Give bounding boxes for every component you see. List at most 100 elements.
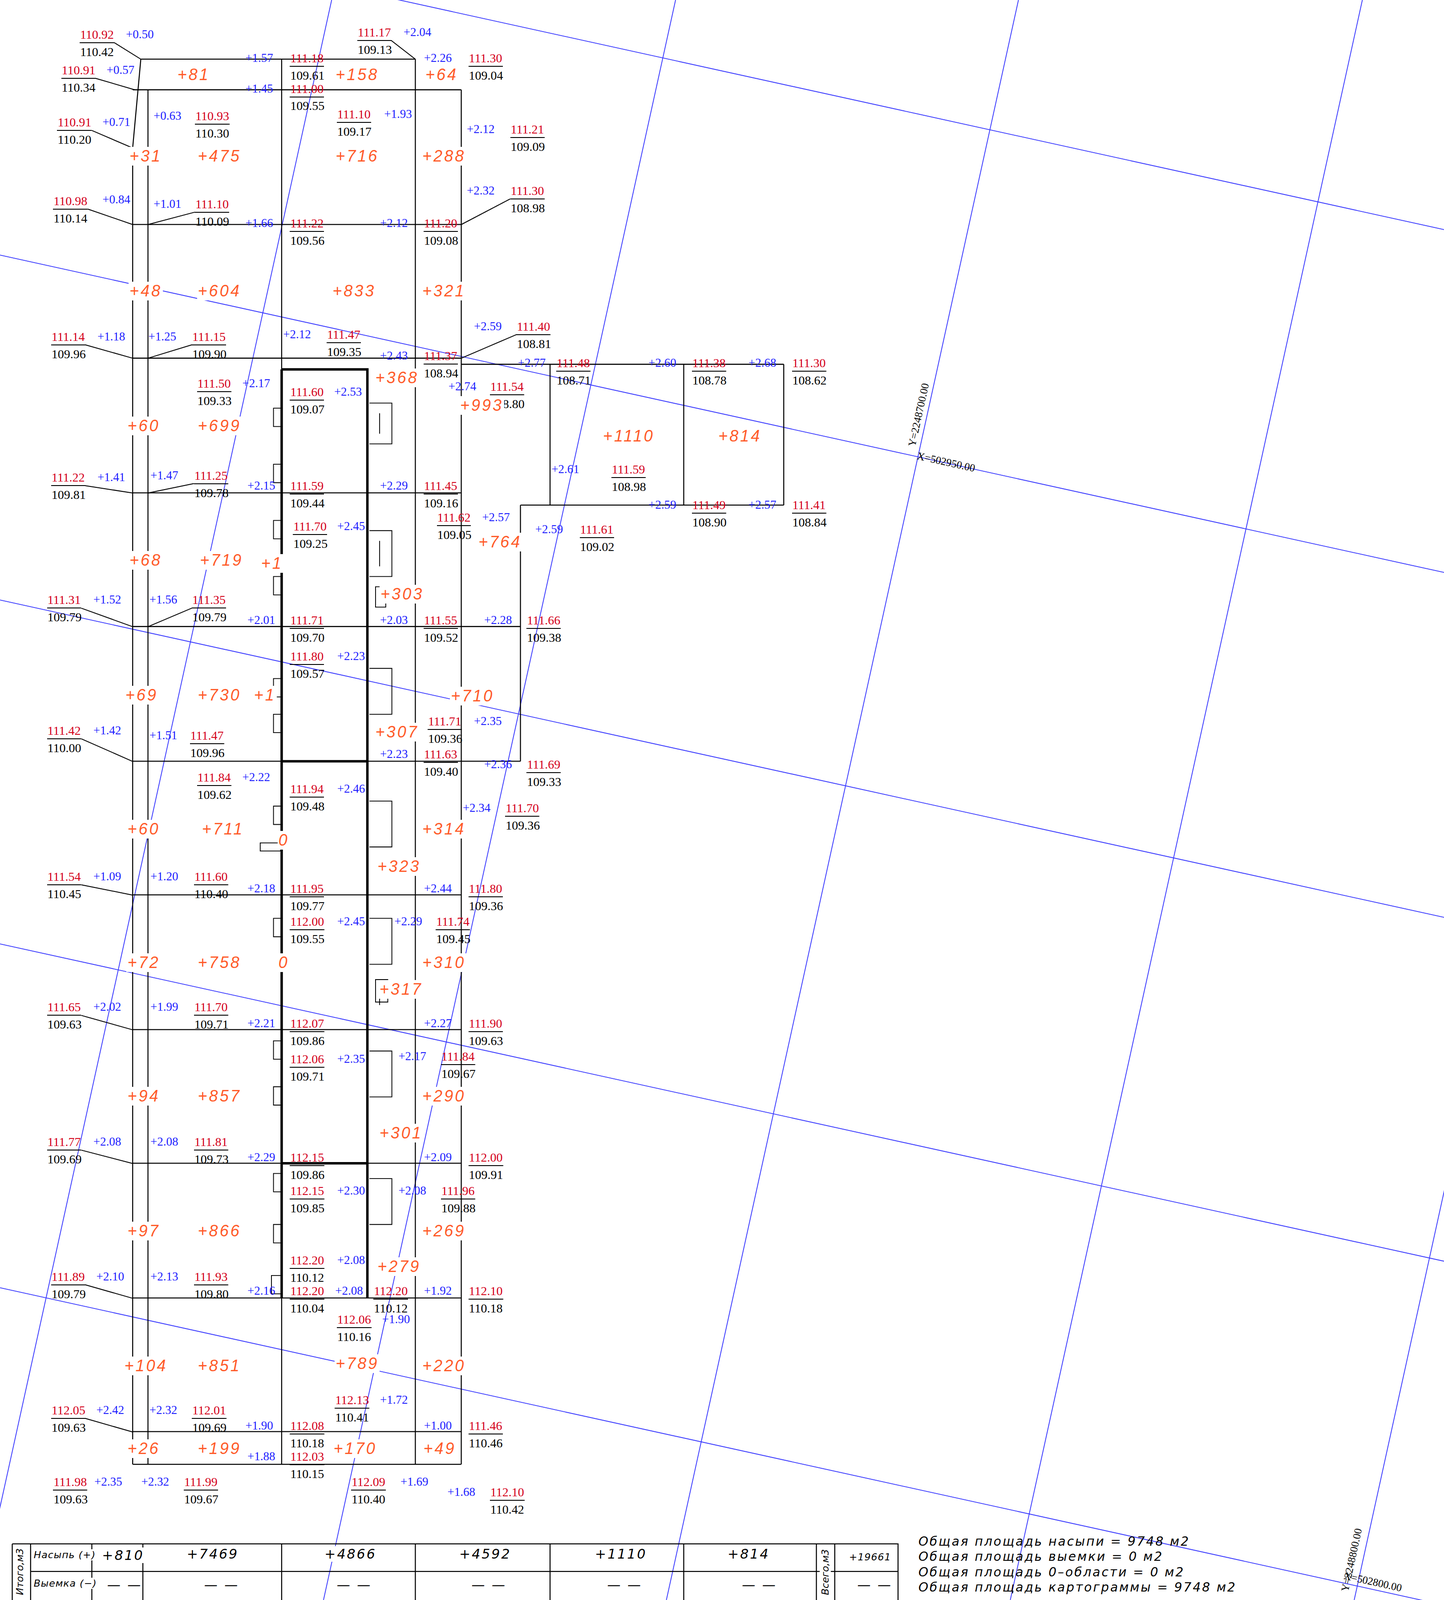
existing-elevation: 109.04 bbox=[468, 68, 504, 83]
working-mark: +2.32 bbox=[149, 1403, 178, 1417]
existing-elevation: 108.62 bbox=[792, 373, 828, 388]
working-mark: +1.68 bbox=[447, 1484, 476, 1499]
working-mark: +1.99 bbox=[149, 999, 179, 1014]
working-mark: +1.01 bbox=[153, 197, 182, 211]
working-mark: +2.13 bbox=[149, 1269, 179, 1284]
leader-line bbox=[85, 1284, 134, 1299]
working-mark: +2.45 bbox=[336, 914, 366, 929]
existing-elevation: 110.18 bbox=[289, 1435, 325, 1451]
volume-value: +81 bbox=[176, 65, 211, 85]
volume-value: +321 bbox=[421, 281, 467, 301]
volume-value: +60 bbox=[126, 416, 161, 436]
design-elevation: 111.70 bbox=[194, 999, 229, 1016]
working-mark: +2.08 bbox=[93, 1134, 122, 1149]
design-elevation: 111.46 bbox=[468, 1418, 503, 1435]
working-mark: +2.59 bbox=[534, 522, 564, 537]
design-elevation: 111.71 bbox=[289, 613, 324, 629]
design-elevation: 111.25 bbox=[194, 468, 229, 485]
working-mark: +2.08 bbox=[336, 1253, 366, 1267]
working-mark: +1.52 bbox=[93, 592, 122, 607]
existing-elevation: 110.40 bbox=[351, 1492, 386, 1507]
building-details bbox=[260, 403, 393, 1295]
working-mark: +1.20 bbox=[149, 869, 179, 884]
existing-elevation: 109.33 bbox=[526, 774, 562, 789]
design-elevation: 111.54 bbox=[489, 379, 525, 396]
working-mark: +2.44 bbox=[423, 881, 453, 896]
working-mark: +2.29 bbox=[246, 1150, 276, 1165]
volume-value: +69 bbox=[124, 685, 159, 705]
existing-elevation: 109.17 bbox=[336, 124, 373, 139]
volume-value: +49 bbox=[422, 1439, 457, 1458]
existing-elevation: 109.52 bbox=[423, 630, 459, 645]
leader-line bbox=[148, 212, 196, 225]
design-elevation: 111.62 bbox=[436, 510, 472, 526]
volume-value: +764 bbox=[477, 532, 523, 552]
working-mark: +2.60 bbox=[647, 355, 677, 370]
working-mark: +2.32 bbox=[141, 1474, 170, 1489]
table-cell: — — bbox=[204, 1576, 240, 1593]
existing-elevation: 108.84 bbox=[792, 515, 828, 530]
table-cell: +4592 bbox=[459, 1545, 511, 1562]
existing-elevation: 109.91 bbox=[468, 1167, 504, 1182]
existing-elevation: 109.61 bbox=[289, 68, 325, 83]
existing-elevation: 109.40 bbox=[423, 764, 459, 779]
design-elevation: 110.91 bbox=[56, 115, 92, 131]
working-mark: +2.57 bbox=[748, 497, 777, 512]
table-cell: +810 bbox=[101, 1547, 144, 1563]
volume-value: +60 bbox=[126, 819, 161, 839]
existing-elevation: 109.63 bbox=[47, 1017, 83, 1032]
design-elevation: 111.70 bbox=[292, 519, 328, 535]
volume-value: +758 bbox=[197, 953, 243, 972]
leader-line bbox=[148, 607, 193, 627]
design-elevation: 111.10 bbox=[194, 197, 230, 213]
volume-value: +279 bbox=[376, 1257, 422, 1276]
working-mark: +2.08 bbox=[334, 1283, 364, 1298]
working-mark: +2.29 bbox=[393, 914, 423, 929]
existing-elevation: 109.80 bbox=[194, 1286, 230, 1302]
existing-elevation: 109.69 bbox=[191, 1420, 227, 1435]
working-mark: +2.03 bbox=[379, 613, 409, 627]
table-cell: +1110 bbox=[594, 1545, 647, 1562]
design-elevation: 111.30 bbox=[792, 355, 827, 372]
table-total: +19661 bbox=[849, 1551, 891, 1563]
working-mark: +2.59 bbox=[473, 319, 502, 334]
design-elevation: 111.81 bbox=[194, 1134, 229, 1151]
leader-line bbox=[91, 130, 133, 148]
volume-value: +158 bbox=[334, 65, 380, 85]
existing-elevation: 109.96 bbox=[51, 347, 87, 362]
area-note: Общая площадь насыпи = 9748 м2 bbox=[918, 1533, 1190, 1549]
volume-value: +94 bbox=[126, 1086, 161, 1106]
existing-elevation: 108.81 bbox=[516, 336, 552, 352]
working-mark: +2.35 bbox=[336, 1051, 366, 1066]
design-elevation: 111.59 bbox=[611, 462, 646, 478]
design-elevation: 111.30 bbox=[468, 51, 503, 67]
existing-elevation: 109.13 bbox=[357, 42, 393, 57]
working-mark: +2.35 bbox=[93, 1474, 123, 1489]
working-mark: +2.23 bbox=[336, 649, 366, 664]
volume-value: +719 bbox=[198, 550, 244, 570]
design-elevation: 111.90 bbox=[468, 1016, 503, 1032]
design-elevation: 111.59 bbox=[289, 478, 324, 495]
design-elevation: 111.60 bbox=[194, 869, 229, 886]
volume-value: +199 bbox=[197, 1439, 243, 1458]
area-note: Общая площадь выемки = 0 м2 bbox=[918, 1549, 1164, 1564]
volume-value: +710 bbox=[449, 686, 495, 706]
existing-elevation: 109.48 bbox=[289, 799, 325, 814]
working-mark: +2.12 bbox=[379, 216, 409, 231]
working-mark: +2.29 bbox=[379, 478, 409, 493]
design-elevation: 112.07 bbox=[289, 1016, 325, 1032]
existing-elevation: 110.20 bbox=[56, 132, 92, 147]
existing-elevation: 109.90 bbox=[191, 347, 227, 362]
working-mark: +1.57 bbox=[244, 51, 274, 65]
existing-elevation: 110.12 bbox=[289, 1270, 325, 1285]
building-outline bbox=[281, 369, 368, 1298]
working-mark: +1.88 bbox=[246, 1449, 276, 1464]
existing-elevation: 109.86 bbox=[289, 1167, 325, 1182]
table-cell: +4866 bbox=[324, 1545, 377, 1562]
volume-value: +814 bbox=[717, 426, 763, 446]
leader-line bbox=[148, 344, 193, 359]
volume-value: +170 bbox=[332, 1439, 378, 1458]
existing-elevation: 110.00 bbox=[47, 740, 82, 756]
leader-line bbox=[80, 738, 133, 762]
